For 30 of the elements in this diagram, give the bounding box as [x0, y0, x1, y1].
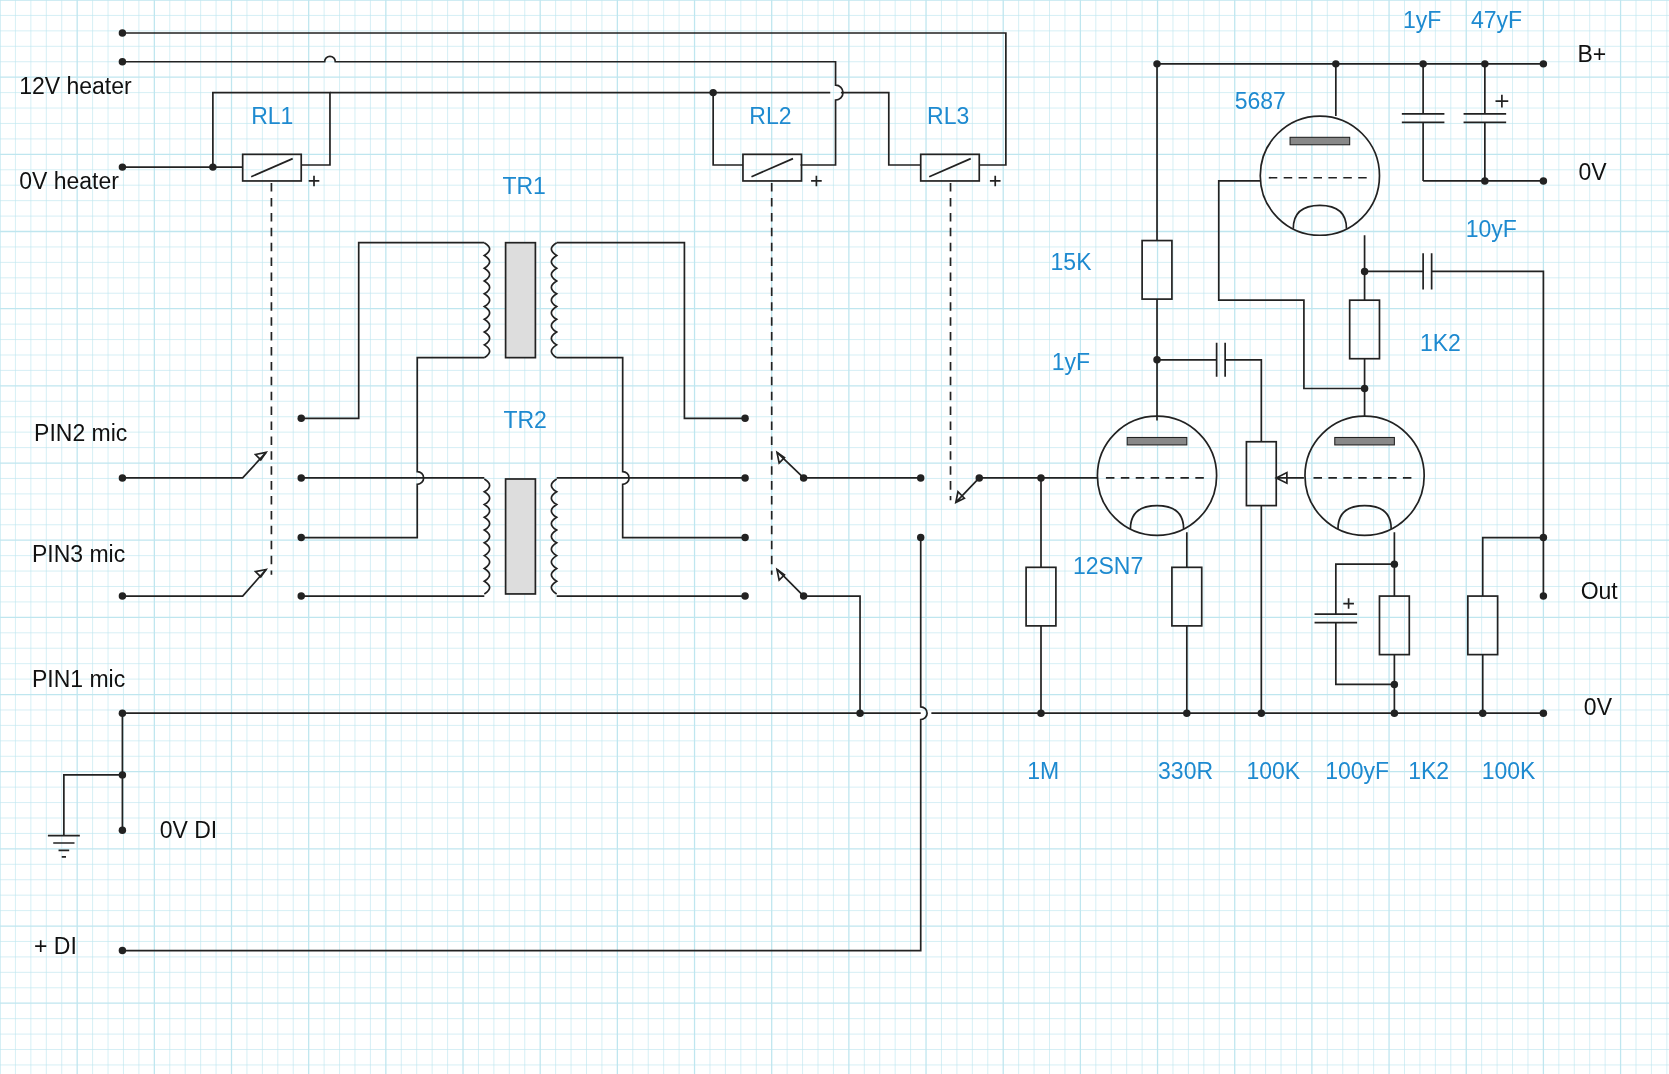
schematic-label: 1yF [1402, 8, 1442, 32]
schematic-label: Out [1580, 580, 1618, 604]
schematic-label: 0V heater [19, 170, 119, 194]
schematic-label: 1K2 [1419, 332, 1461, 356]
schematic-label: 12V heater [19, 74, 132, 98]
schematic-label: RL3 [927, 105, 970, 129]
schematic-label: PIN2 mic [34, 421, 128, 445]
schematic-label: 1yF [1051, 351, 1090, 375]
schematic-label: 15K [1050, 251, 1092, 275]
schematic-label: 12SN7 [1072, 554, 1144, 578]
schematic-label: TR1 [502, 174, 546, 198]
schematic-label: RL2 [749, 105, 792, 129]
schematic-label: 47yF [1471, 8, 1523, 32]
schematic-label: 5687 [1234, 90, 1286, 114]
schematic-label: 0V [1578, 160, 1607, 184]
schematic-label: TR2 [503, 408, 547, 432]
schematic-label: RL1 [251, 105, 294, 129]
schematic-label: 330R [1158, 760, 1214, 783]
schematic-label: B+ [1577, 42, 1607, 66]
schematic-label: 10yF [1465, 218, 1517, 242]
schematic-label: 0V [1583, 696, 1612, 720]
schematic-label: PIN1 mic [31, 668, 126, 692]
schematic-label: 100yF [1325, 760, 1390, 783]
schematic-label: 0V DI [159, 818, 218, 842]
schematic-label: PIN3 mic [31, 542, 126, 566]
schematic-label: 1M [1027, 760, 1060, 783]
schematic-label: + DI [34, 934, 77, 958]
schematic-label: 100K [1246, 760, 1301, 783]
schematic-label: 100K [1481, 760, 1536, 783]
schematic-label: 1K2 [1408, 760, 1450, 783]
